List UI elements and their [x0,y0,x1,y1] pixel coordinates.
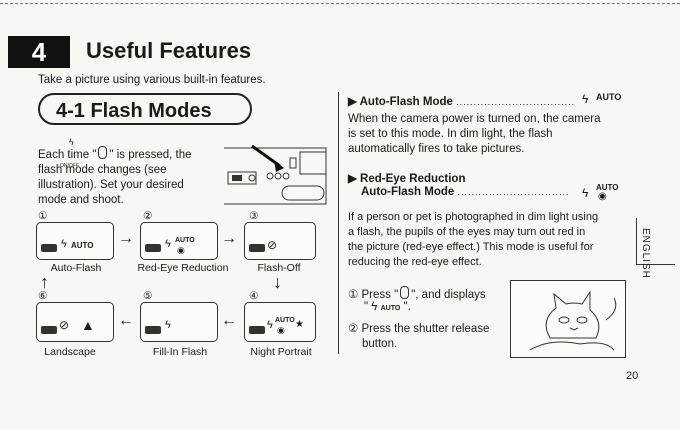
mode-label: Auto-Flash [50,262,102,274]
mode-number: ③ [249,210,259,222]
step-1-icon-line: " ϟ AUTO ". [364,301,411,313]
mode-label: Night Portrait [250,346,312,358]
lcd-text: AUTO [71,241,94,250]
auto-flash-body: When the camera power is turned on, the … [348,113,601,155]
arrow-left-icon: ← [118,312,134,329]
chapter-subtitle: Take a picture using various built-in fe… [38,74,266,86]
column-divider [338,92,339,354]
flash-off-icon: ⊘ [267,238,278,252]
lcd-auto-flash: ϟ AUTO [36,222,114,260]
lcd-flash-off: ⊘ [244,222,316,260]
mode-label: Fill-In Flash [152,346,208,358]
red-eye-heading-line2: Auto-Flash Mode ........................… [361,186,570,198]
battery-icon [145,326,161,334]
auto-badge: AUTO [596,183,619,192]
lightning-icon: ϟ [61,238,67,250]
chapter-number-box: 4 [8,36,70,68]
mode-number: ① [38,210,48,222]
battery-icon [249,244,265,252]
flash-off-icon: ⊘ [59,318,70,332]
arrow-right-icon: → [221,230,237,247]
page-number: 20 [626,370,639,382]
battery-icon [249,326,265,334]
mountain-icon: ▲ [81,317,95,333]
mode-number: ④ [249,290,259,302]
top-rule [0,3,680,4]
arrow-down-icon: ↓ [273,272,282,292]
lightning-icon: ϟ [165,238,171,250]
eye-icon: ◉ [277,325,285,335]
mode-label: Flash-Off [257,262,301,274]
lightning-icon: ϟ [165,319,171,331]
arrow-up-icon: ↑ [40,272,49,292]
flash-button-icon [98,146,108,159]
lcd-night-portrait: ϟ AUTO ◉ ★ [244,302,316,342]
lcd-landscape: ⊘ ▲ [36,302,114,342]
step-1: ① Press "", and displays [348,286,512,303]
lcd-text: AUTO [275,317,295,324]
lightning-icon: ϟ [582,92,589,106]
lcd-fill-in: ϟ [140,302,218,342]
eye-icon: ◉ [177,245,185,255]
arrow-right-icon: → [118,230,134,247]
mode-number: ⑥ [38,290,48,302]
mode-number: ⑤ [143,290,153,302]
lcd-red-eye: ϟ AUTO ◉ [140,222,218,260]
step-2: ② Press the shutter release button. [348,323,490,350]
lightning-icon: ϟ [69,137,74,147]
flash-button-icon [400,286,410,299]
mode-label: Red-Eye Reduction [137,262,229,274]
auto-flash-heading: ▶ Auto-Flash Mode ......................… [348,96,576,108]
camera-top-illustration [224,144,327,205]
battery-icon [41,244,57,252]
mode-label: Landscape [44,346,96,358]
red-eye-heading: ▶ Red-Eye Reduction [348,173,466,185]
lcd-text: AUTO [175,237,195,244]
lightning-icon: ϟ [267,319,273,331]
bullet-icon: ▶ [348,173,361,185]
red-eye-body: If a person or pet is photographed in di… [348,211,599,268]
night-portrait-icon: ★ [295,319,304,330]
eye-icon: ◉ [598,191,607,202]
lightning-icon: ϟ [582,186,589,200]
bullet-icon: ▶ [348,96,360,108]
arrow-left-icon: ← [221,312,237,329]
mode-number: ② [143,210,153,222]
intro-paragraph: Each time "" is pressed, the flash mode … [38,146,224,208]
language-tab [636,218,675,265]
auto-badge: AUTO [596,92,622,102]
battery-icon [145,244,161,252]
section-title: 4-1 Flash Modes [38,93,252,125]
lightning-icon: ϟ [371,301,378,313]
language-tab-label: ENGLISH [640,228,651,279]
cat-illustration [510,280,626,358]
battery-icon [41,326,57,334]
chapter-title: Useful Features [86,38,252,63]
button-caption: ON/OFF [60,163,79,169]
